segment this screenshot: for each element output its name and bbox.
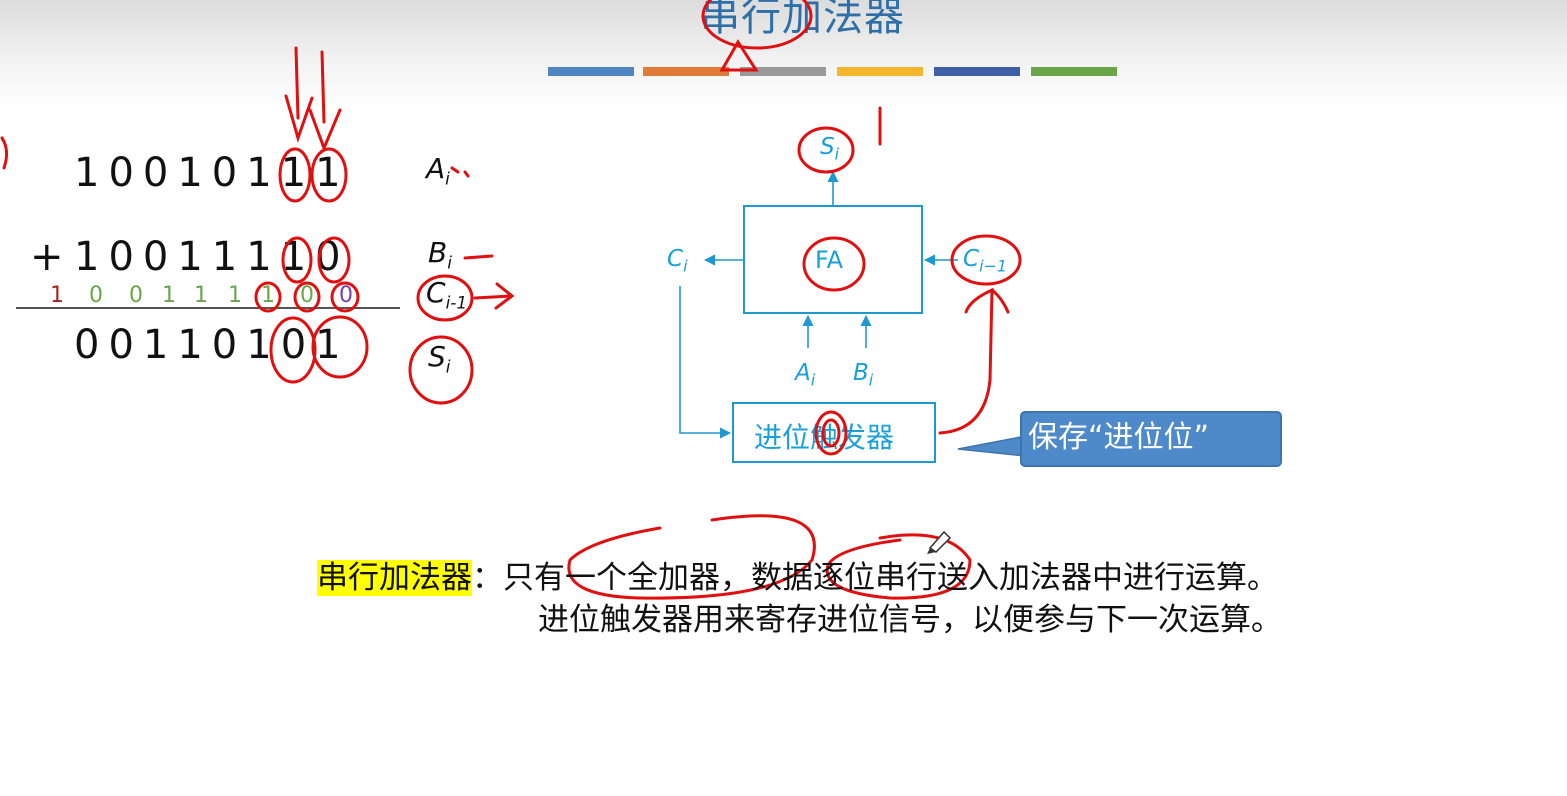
operand-b-digits: 10011110 [74,234,350,280]
label-ci-1: Ci-1 [426,276,468,314]
carry-digit: 0 [339,283,353,308]
carry-digit: 1 [162,283,176,308]
operand-a-digits: 10010111 [74,150,350,196]
result-digits: 00110101 [74,322,350,368]
pen-circle [278,147,312,203]
color-segment [1031,67,1117,76]
pen-circle [408,335,474,405]
plus-sign: + [30,234,73,280]
label-si: Si [428,340,451,378]
label-ai: Ai [426,152,450,190]
pen-stroke [0,136,9,170]
color-segment [643,67,729,76]
carry-digit: 1 [261,283,275,308]
carry-digit: 1 [50,283,64,308]
pen-circle [701,0,813,50]
pen-circle [802,236,866,292]
pen-stroke [473,282,515,310]
description-line-2: 进位触发器用来寄存进位信号，以便参与下一次运算。 [538,602,1282,638]
pen-circle [821,418,841,448]
carry-digit: 1 [194,283,208,308]
carry-digit: 1 [228,283,242,308]
diagram-input-bi: Bi [853,360,874,390]
diagram-carry-out-ci: Ci [667,246,688,276]
pencil-icon [927,530,952,554]
diagram-output-si: Si [820,134,840,164]
pen-annotations [0,0,1022,600]
description-keyword: 串行加法器 [317,560,472,596]
pen-circle [797,126,855,174]
pen-stroke [284,46,314,143]
pen-stroke [719,39,759,72]
color-segment [934,67,1020,76]
wire-ci-to-flipflop [679,286,732,439]
diagram-input-ai: Ai [795,360,816,390]
pen-stroke [308,50,342,153]
carry-bit-callout: 保存“进位位” [1020,411,1282,467]
pen-stroke [463,254,494,260]
callout-pointer [957,435,1027,457]
pen-circle [317,236,351,284]
fa-label: FA [815,246,844,274]
pen-circle [416,274,474,322]
pen-circle [269,316,317,384]
pen-circle [311,315,369,379]
pen-circle [814,410,848,456]
pen-circle [254,281,282,313]
pen-circle [293,281,321,313]
pen-circle [950,234,1022,286]
color-segment [548,67,634,76]
pen-circle [310,147,348,203]
pen-circle [330,281,360,313]
color-segment [837,67,923,76]
color-segment [740,67,826,76]
pen-stroke [825,533,972,600]
carry-digit: 0 [129,283,143,308]
diagram-carry-in-ci-1: Ci−1 [963,246,1008,276]
sum-rule-line [16,307,400,309]
carry-digit: 0 [89,283,103,308]
carry-digit: 0 [300,283,314,308]
pen-circle [281,236,313,284]
description-line-1-text: ：只有一个全加器，数据逐位串行送入加法器中进行运算。 [472,560,1278,596]
carry-flipflop-box [732,402,936,463]
description-line-1: 串行加法器：只有一个全加器，数据逐位串行送入加法器中进行运算。 [317,552,1278,597]
header-band [0,0,1567,110]
full-adder-box [743,205,923,314]
pen-stroke [450,166,470,178]
label-bi: Bi [428,236,452,274]
pen-stroke [567,514,816,600]
pen-stroke [938,287,1010,435]
